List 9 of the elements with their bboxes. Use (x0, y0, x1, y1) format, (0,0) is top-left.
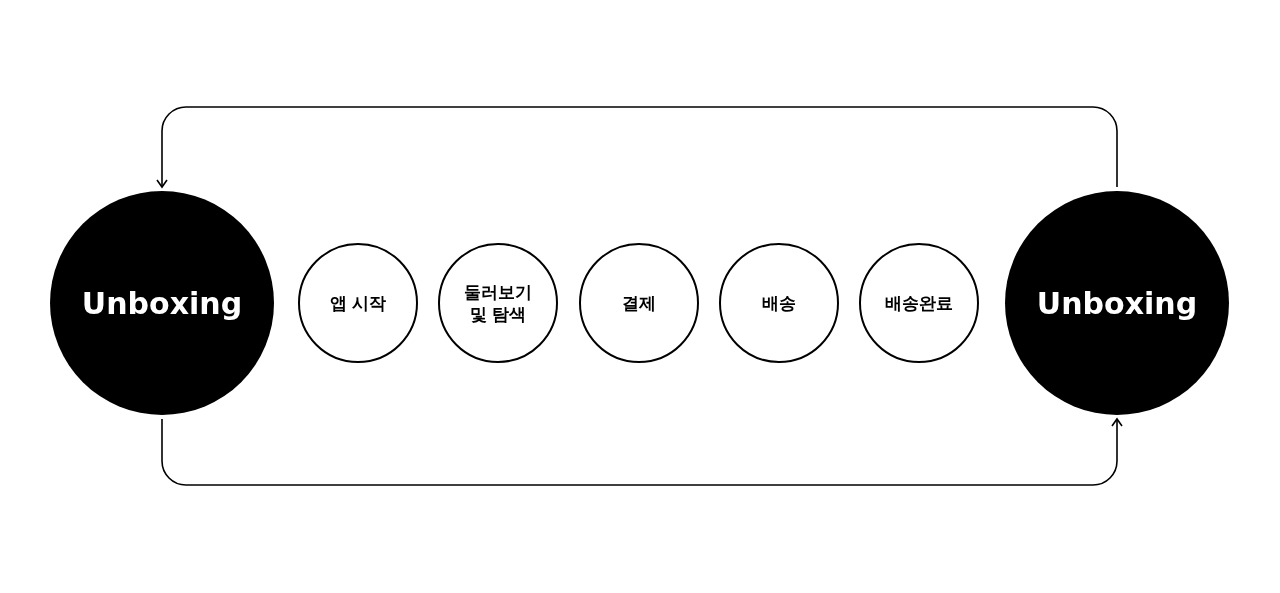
step-label: Unboxing (81, 284, 243, 323)
step-label: 결제 (622, 291, 656, 315)
step-label: 배송 (762, 291, 796, 315)
step-label: 둘러보기 및 탐색 (463, 280, 533, 326)
step-label: 앱 시작 (329, 291, 387, 315)
step-label: Unboxing (1036, 284, 1198, 323)
arrow (161, 418, 1123, 486)
step-label: 배송완료 (885, 291, 953, 315)
arrow (156, 106, 1118, 188)
